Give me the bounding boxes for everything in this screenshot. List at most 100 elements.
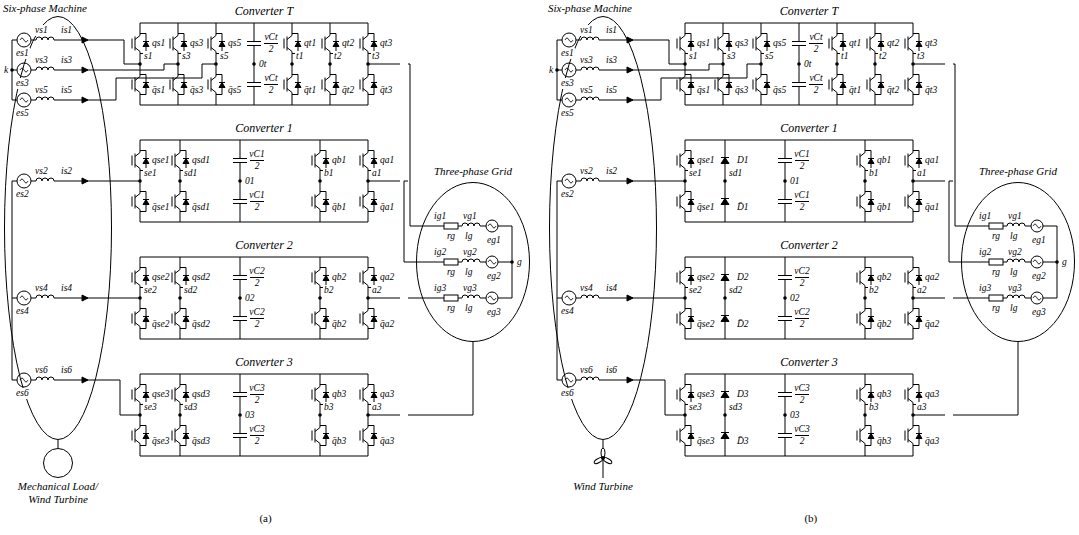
signal-label: lg — [1009, 267, 1018, 278]
gate-symbol — [829, 80, 830, 90]
wire-connector — [58, 440, 59, 448]
signal-label: qt3 — [924, 38, 938, 49]
wire — [128, 298, 140, 299]
diode-symbol — [371, 82, 377, 83]
junction-dot — [214, 62, 218, 66]
diode-symbol — [219, 41, 225, 42]
gate-symbol — [360, 80, 361, 90]
load-circle — [44, 449, 73, 478]
gate-symbol — [829, 39, 830, 49]
wire — [1043, 226, 1057, 227]
igbt-symbol — [908, 282, 913, 299]
signal-label: vC3 — [248, 383, 265, 394]
igbt-symbol — [363, 298, 368, 315]
signal-label: vg3 — [462, 283, 478, 294]
capacitor-symbol — [233, 275, 247, 276]
wire — [799, 23, 800, 42]
igbt-symbol — [680, 48, 685, 65]
wire — [785, 163, 786, 182]
diode-symbol — [868, 393, 874, 398]
igbt-symbol — [175, 374, 180, 391]
diode-symbol — [688, 82, 694, 83]
wire — [1003, 298, 1007, 299]
signal-label: q̄se2 — [696, 319, 715, 330]
signal-label: qa3 — [379, 389, 395, 400]
igbt-symbol — [718, 23, 723, 40]
igbt-symbol — [175, 165, 180, 182]
inductor-symbol — [581, 178, 599, 181]
wire — [1025, 298, 1031, 299]
diode-symbol — [868, 276, 874, 281]
wire — [254, 87, 255, 106]
diode-symbol — [726, 41, 732, 42]
diode-symbol — [721, 316, 729, 322]
igbt-symbol — [680, 282, 685, 299]
signal-label: eg2 — [1031, 271, 1047, 282]
wire — [961, 262, 989, 263]
signal-label: a3 — [916, 402, 928, 413]
igbt-symbol — [860, 415, 865, 432]
signal-label: 2 — [813, 85, 820, 96]
signal-label: qse1 — [696, 155, 715, 166]
igbt-symbol — [680, 374, 685, 391]
signal-label: is4 — [605, 283, 618, 294]
junction-dot — [1055, 260, 1059, 264]
signal-label: qt2 — [886, 38, 900, 49]
dc-rail — [140, 257, 368, 258]
sine-symbol — [20, 296, 28, 300]
signal-label: eg3 — [486, 307, 502, 318]
signal-label: qs1 — [151, 38, 166, 49]
igbt-symbol — [756, 23, 761, 40]
signal-label: q̄a2 — [924, 319, 940, 330]
signal-label: s5 — [219, 51, 229, 62]
igbt-symbol — [363, 282, 368, 299]
igbt-symbol — [756, 89, 761, 106]
diode-symbol — [183, 276, 189, 281]
igbt-symbol — [363, 374, 368, 391]
wire — [785, 397, 786, 416]
signal-label: qsd1 — [191, 155, 211, 166]
capacitor-symbol — [233, 433, 247, 434]
connector-group — [58, 40, 1018, 448]
diode-symbol — [323, 199, 329, 200]
signal-label: vC1 — [248, 190, 265, 201]
gate-symbol — [677, 80, 678, 90]
signal-label: a2 — [371, 285, 383, 296]
igbt-symbol — [315, 415, 320, 432]
signal-label: b2 — [868, 285, 880, 296]
wire — [785, 321, 786, 340]
signal-label: qs3 — [189, 38, 204, 49]
signal-label: ig1 — [978, 211, 992, 222]
signal-label: vC1 — [248, 149, 265, 160]
signal-label: qt1 — [848, 38, 862, 49]
igbt-symbol — [135, 440, 140, 457]
signal-label: q̄se3 — [151, 436, 170, 447]
junction-dot — [783, 296, 787, 300]
wire — [31, 100, 36, 101]
diode-symbol — [764, 41, 770, 42]
inductor-symbol — [36, 295, 54, 298]
voltage-source-symbol — [17, 93, 31, 107]
junction-dot — [318, 296, 322, 300]
diode-symbol — [840, 41, 846, 42]
circuit-drawing — [10, 23, 1059, 456]
voltage-source-symbol — [562, 93, 576, 107]
diode-symbol — [688, 199, 694, 200]
signal-label: qt1 — [303, 38, 317, 49]
diode-symbol — [688, 276, 694, 281]
diode-symbol — [371, 433, 377, 434]
igbt-symbol — [363, 181, 368, 198]
capacitor-symbol — [233, 199, 247, 200]
wire — [458, 298, 462, 299]
inductor-symbol — [1007, 295, 1025, 298]
ellipse-block: Three-phase Grid — [416, 182, 530, 342]
signal-label: 2 — [254, 161, 261, 172]
signal-label: s1 — [143, 51, 153, 62]
signal-label: se3 — [143, 402, 158, 413]
signal-label: 2 — [254, 436, 261, 447]
signal-label: q̄b1 — [876, 202, 892, 213]
wire — [498, 298, 512, 299]
signal-label: s3 — [726, 51, 736, 62]
sine-symbol — [20, 179, 28, 183]
converter-block: Converter T — [673, 5, 953, 113]
